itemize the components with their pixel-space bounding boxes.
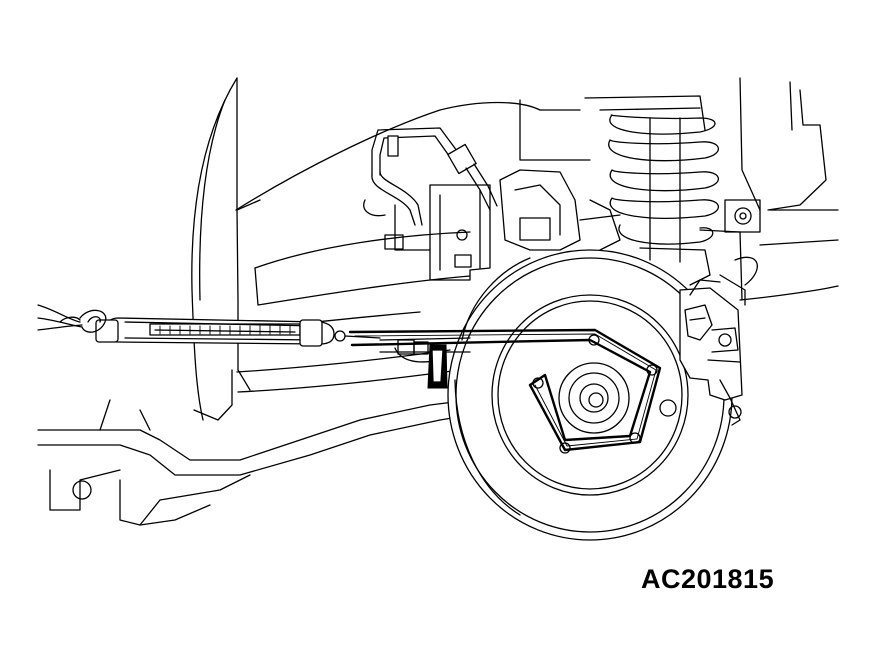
wheel-chock-wedge	[427, 344, 448, 389]
rope-hook	[37, 304, 107, 333]
brake-hose-line	[363, 127, 498, 226]
rope-loop-on-hub	[348, 328, 662, 452]
coil-spring-strut	[584, 95, 761, 306]
lower-arm	[37, 399, 471, 526]
knuckle-bracket	[384, 169, 621, 281]
brake-caliper	[679, 279, 743, 426]
spring-scale	[95, 317, 381, 347]
figure-code-label: AC201815	[641, 564, 775, 594]
drive-shaft	[379, 337, 471, 363]
